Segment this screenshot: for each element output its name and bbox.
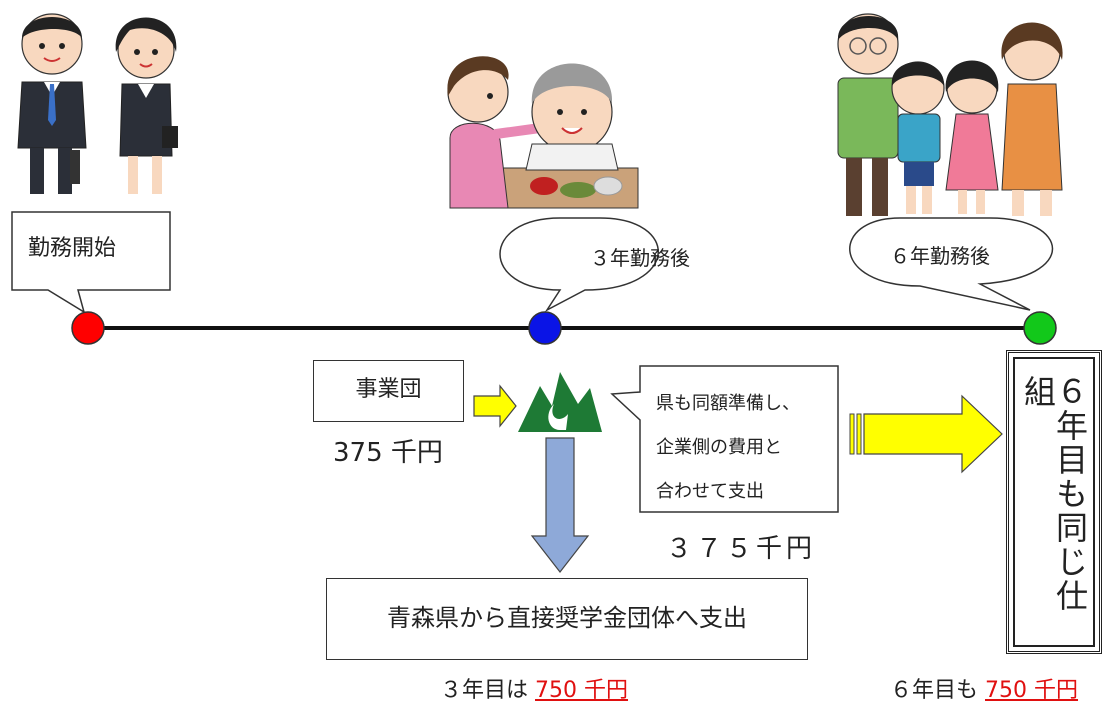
small-yellow-arrow	[473, 384, 517, 428]
same-system-box: ６年目も同じ仕組	[1006, 350, 1102, 654]
year6-summary: ６年目も 750 千円	[890, 672, 1078, 704]
direct-payment-box: 青森県から直接奨学金団体へ支出	[326, 578, 808, 660]
family-of-four-icon	[837, 13, 1063, 216]
same-system-label: ６年目も同じ仕組	[1019, 375, 1089, 613]
pref-note-line: 県も同額準備し、	[656, 393, 800, 414]
same-system-inner: ６年目も同じ仕組	[1013, 357, 1095, 647]
pref-note-text: 県も同額準備し、 企業側の費用と 合わせて支出	[656, 382, 800, 514]
businessman-businesswoman-icon	[17, 13, 178, 194]
year6-amount: 750 千円	[985, 678, 1079, 703]
blue-down-arrow	[530, 437, 590, 573]
pref-note-line: 合わせて支出	[656, 481, 764, 502]
start-node	[71, 311, 105, 345]
jigyodan-box: 事業団	[313, 360, 464, 422]
start-label: 勤務開始	[28, 236, 117, 261]
year6-prefix: ６年目も	[890, 678, 979, 703]
year3-amount: 750 千円	[535, 678, 629, 703]
start-callout	[11, 211, 171, 314]
aomori-prefecture-logo-icon	[518, 372, 602, 432]
pref-note-line: 企業側の費用と	[656, 437, 782, 458]
pref-note-callout	[610, 365, 839, 513]
big-yellow-arrow	[849, 394, 1003, 474]
year3-node	[528, 311, 562, 345]
after3-label: ３年勤務後	[590, 246, 690, 270]
after6-callout	[849, 217, 1054, 311]
caregiver-feeding-elderly-icon	[447, 56, 639, 209]
after6-label: ６年勤務後	[890, 244, 990, 268]
after3-callout	[499, 217, 659, 313]
pref-amount: ３７５千円	[666, 534, 817, 564]
year6-node	[1023, 311, 1057, 345]
direct-payment-label: 青森県から直接奨学金団体へ支出	[387, 604, 747, 632]
jigyodan-label: 事業団	[355, 377, 422, 402]
jigyodan-amount: 375 千円	[333, 438, 443, 468]
year3-prefix: ３年目は	[440, 678, 529, 703]
year3-summary: ３年目は 750 千円	[440, 672, 628, 704]
